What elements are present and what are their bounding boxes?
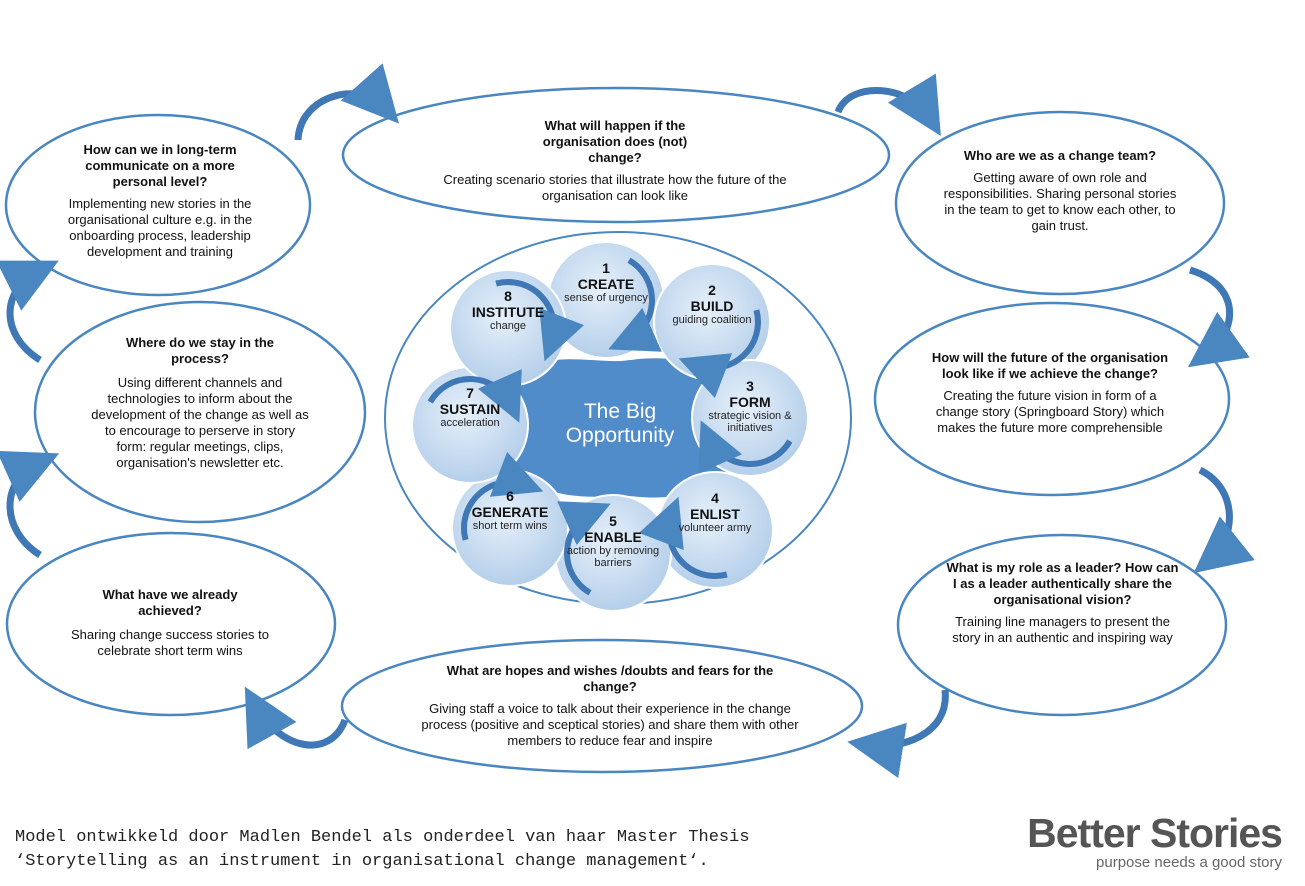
footer-line-2: ‘Storytelling as an instrument in organi… bbox=[15, 852, 709, 871]
bubble-left-top bbox=[4, 113, 312, 297]
step-subtitle: change bbox=[489, 320, 527, 332]
question-body: Sharing change success stories to celebr… bbox=[71, 627, 269, 658]
step-subtitle: guiding coalition bbox=[672, 314, 752, 326]
question-body: Using different channels and technologie… bbox=[91, 375, 309, 470]
question-body: Getting aware of own role and responsibi… bbox=[943, 170, 1177, 233]
step-number: 1 bbox=[602, 260, 610, 276]
question-heading: What is my role as a leader? How can I a… bbox=[946, 560, 1179, 607]
step-subtitle: action by removing barriers bbox=[566, 545, 660, 569]
cycle-arrow-icon bbox=[557, 501, 611, 596]
question-bubble: What are hopes and wishes /doubts and fe… bbox=[420, 663, 800, 749]
cycle-arrow-icon bbox=[678, 309, 761, 399]
question-bubble: What will happen if the organisation doe… bbox=[420, 118, 810, 204]
bubble-top-center bbox=[341, 86, 891, 224]
question-body: Implementing new stories in the organisa… bbox=[67, 196, 253, 259]
step-title: GENERATE bbox=[471, 504, 549, 520]
logo-tagline: purpose needs a good story bbox=[1096, 854, 1282, 871]
question-heading: What are hopes and wishes /doubts and fe… bbox=[446, 663, 774, 694]
question-heading: Who are we as a change team? bbox=[963, 148, 1157, 163]
step-subtitle: volunteer army bbox=[678, 522, 752, 534]
bubble-right-top bbox=[894, 110, 1226, 296]
question-body: Giving staff a voice to talk about their… bbox=[421, 701, 799, 748]
question-bubble: How will the future of the organisation … bbox=[930, 350, 1170, 436]
cycle-arrow-icon bbox=[638, 496, 728, 579]
step-subtitle: acceleration bbox=[440, 417, 500, 429]
step-subtitle: short term wins bbox=[472, 520, 548, 532]
better-stories-logo: Better Stories purpose needs a good stor… bbox=[990, 810, 1283, 871]
cycle-arrow-icon bbox=[427, 369, 522, 423]
step-number: 7 bbox=[466, 385, 474, 401]
step-title: ENABLE bbox=[584, 529, 642, 545]
step-subtitle: sense of urgency bbox=[564, 292, 648, 304]
bubble-left-mid bbox=[33, 300, 367, 524]
bubble-bottom-center bbox=[340, 638, 864, 774]
question-body: Creating the future vision in form of a … bbox=[935, 388, 1165, 435]
step-number: 4 bbox=[711, 490, 719, 506]
logo-name: Better Stories bbox=[1027, 810, 1283, 856]
cycle-arrow-icon bbox=[698, 420, 793, 474]
bubble-right-mid bbox=[873, 301, 1231, 497]
cycle-arrow-icon bbox=[495, 279, 585, 362]
bubble-right-bottom bbox=[896, 533, 1228, 717]
step-number: 5 bbox=[609, 513, 617, 529]
question-heading: What have we already achieved? bbox=[102, 587, 238, 618]
connector-arrows bbox=[0, 63, 1255, 779]
step-title: BUILD bbox=[690, 298, 734, 314]
question-bubble: What is my role as a leader? How can I a… bbox=[945, 560, 1180, 646]
question-heading: What will happen if the organisation doe… bbox=[542, 118, 688, 165]
question-heading: Where do we stay in the process? bbox=[125, 335, 275, 366]
question-bubble: Where do we stay in the process? Using di… bbox=[90, 335, 310, 471]
step-number: 6 bbox=[506, 488, 514, 504]
cycle-arrow-icon bbox=[461, 451, 544, 541]
step-number: 2 bbox=[708, 282, 716, 298]
footer-line-1: Model ontwikkeld door Madlen Bendel als … bbox=[15, 828, 750, 847]
question-heading: How will the future of the organisation … bbox=[931, 350, 1169, 381]
question-heading: How can we in long-term communicate on a… bbox=[83, 142, 237, 189]
footer-credit: Model ontwikkeld door Madlen Bendel als … bbox=[15, 826, 750, 874]
step-title: CREATE bbox=[577, 276, 635, 292]
step-title: ENLIST bbox=[690, 506, 740, 522]
step-title: FORM bbox=[729, 394, 771, 410]
cycle-arrow-icon bbox=[608, 257, 662, 352]
step-subtitle: strategic vision & initiatives bbox=[708, 410, 792, 434]
big-opportunity-label: The Big Opportunity bbox=[565, 400, 675, 447]
step-title: INSTITUTE bbox=[471, 304, 545, 320]
question-body: Creating scenario stories that illustrat… bbox=[443, 172, 787, 203]
step-number: 3 bbox=[746, 378, 754, 394]
question-body: Training line managers to present the st… bbox=[952, 614, 1173, 645]
question-bubble: Who are we as a change team? Getting awar… bbox=[940, 148, 1180, 234]
step-number: 8 bbox=[504, 288, 512, 304]
question-bubble: What have we already achieved? Sharing ch… bbox=[60, 587, 280, 659]
bubble-left-bottom bbox=[5, 531, 337, 717]
step-title: SUSTAIN bbox=[439, 401, 501, 417]
question-bubble: How can we in long-term communicate on a… bbox=[60, 142, 260, 260]
